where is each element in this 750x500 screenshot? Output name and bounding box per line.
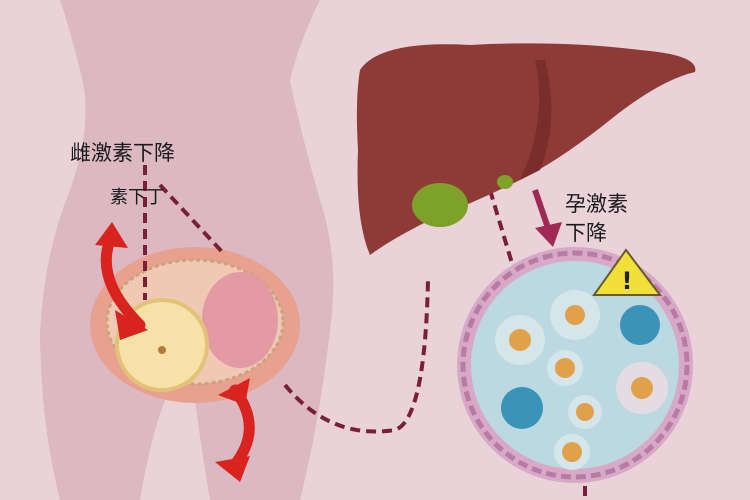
uterus — [90, 247, 300, 403]
progesterone-arrow — [532, 189, 562, 247]
red-arrowhead — [95, 222, 128, 248]
liver-cell-cluster — [457, 247, 693, 483]
red-arrowhead — [215, 456, 250, 482]
progesterone-drop-label: 下降 — [565, 221, 607, 245]
red-arrowhead — [115, 310, 148, 340]
progesterone-label: 孕激素 — [565, 192, 628, 216]
red-arrowhead — [218, 378, 250, 405]
liver — [356, 43, 696, 256]
gallbladder — [412, 183, 468, 227]
warning-triangle-icon — [592, 248, 663, 296]
estrogen-drop-label: 雌激素下降 — [70, 141, 175, 165]
warning-symbol: ! — [622, 267, 633, 295]
estrogen-drop-fragment-label: 素下丁 — [110, 187, 164, 208]
